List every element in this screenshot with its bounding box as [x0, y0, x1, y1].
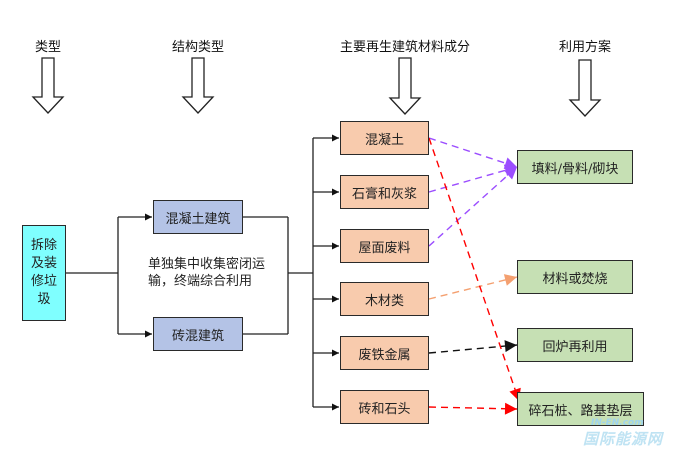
- watermark-cn: 国际能源网: [583, 430, 664, 448]
- source-label-line: 圾: [37, 292, 51, 307]
- source-label-line: 修垃: [30, 274, 57, 289]
- collection-note: 单独集中收集密闭运 输，终端综合利用: [148, 256, 265, 290]
- utilization-links: [428, 137, 521, 415]
- dashed-link-arrow: [428, 402, 518, 415]
- dashed-link-arrow: [428, 137, 518, 169]
- structure-box-concrete-building: 混凝土建筑: [153, 200, 243, 234]
- watermark-en: IN-EN.com: [591, 418, 644, 428]
- hollow-down-arrow-icon: [388, 57, 422, 115]
- structure-merge: [242, 216, 313, 335]
- material-box-gypsum-mortar: 石膏和灰浆: [340, 175, 429, 209]
- source-label-line: 及装: [30, 256, 57, 271]
- use-box-gravel-pile-roadbed: 碎石桩、路基垫层: [517, 392, 644, 426]
- dashed-link-arrow: [428, 274, 518, 300]
- source-label-line: 拆除: [30, 238, 57, 253]
- dashed-link-arrow: [428, 166, 518, 247]
- header-type: 类型: [34, 40, 62, 55]
- dashed-link-arrow: [428, 340, 518, 354]
- hollow-down-arrow-icon: [181, 57, 215, 114]
- hollow-down-arrow-icon: [568, 59, 602, 117]
- source-box-demolition-waste: 拆除 及装 修垃 圾: [22, 225, 66, 321]
- header-structure-type: 结构类型: [171, 40, 225, 55]
- material-box-concrete: 混凝土: [340, 121, 429, 155]
- material-box-scrap-metal: 废铁金属: [340, 336, 429, 370]
- header-utilization: 利用方案: [558, 40, 612, 55]
- source-branch: [66, 213, 152, 338]
- header-main-components: 主要再生建筑材料成分: [339, 40, 471, 55]
- note-line: 输，终端综合利用: [148, 274, 253, 289]
- watermark: IN-EN.com 国际能源网: [583, 418, 663, 449]
- dashed-link-arrow: [428, 164, 518, 193]
- use-box-remelt-reuse: 回炉再利用: [517, 328, 633, 362]
- structure-box-brick-concrete-building: 砖混建筑: [153, 317, 243, 351]
- dashed-link-arrow: [428, 137, 521, 402]
- material-branch: [312, 134, 339, 411]
- use-box-fill-aggregate-block: 填料/骨料/砌块: [517, 150, 633, 184]
- material-box-brick-stone: 砖和石头: [340, 390, 429, 424]
- note-line: 单独集中收集密闭运: [148, 257, 266, 272]
- hollow-down-arrow-icon: [31, 57, 65, 114]
- material-box-roofing-waste: 屋面废料: [340, 229, 429, 263]
- material-box-wood: 木材类: [340, 282, 429, 316]
- use-box-material-incineration: 材料或焚烧: [517, 260, 633, 294]
